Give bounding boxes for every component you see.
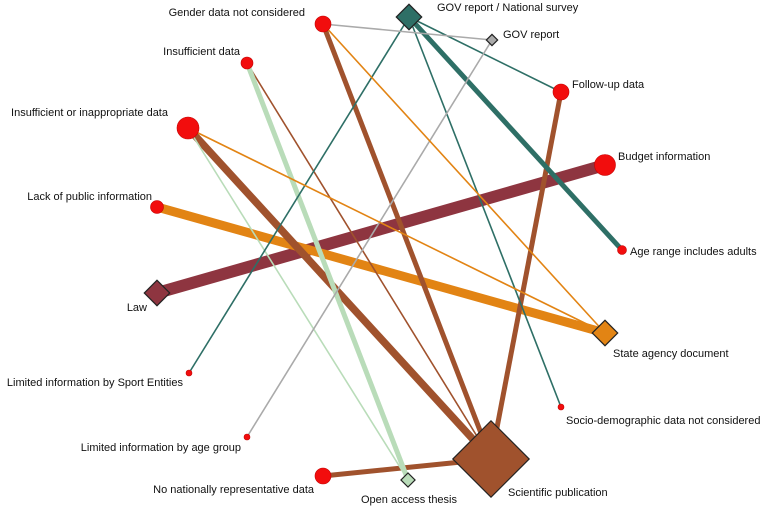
- edge-insufficient-scientific: [246, 62, 492, 460]
- label-age-range-includes-adults: Age range includes adults: [630, 246, 757, 258]
- node-law[interactable]: [143, 279, 171, 307]
- edge-socio-govsurvey: [408, 16, 562, 408]
- edge-gender-state: [322, 23, 606, 334]
- label-limited-information-by-age-group: Limited information by age group: [81, 442, 241, 454]
- edge-gender-govreport: [322, 23, 493, 41]
- edge-inapprop-scientific: [185, 125, 494, 462]
- label-law: Law: [127, 302, 147, 314]
- edge-agerange-govsurvey: [407, 15, 624, 252]
- edge-sport-govsurvey: [188, 16, 410, 374]
- label-insufficient-data: Insufficient data: [163, 46, 241, 58]
- label-no-nationally-representative-data: No nationally representative data: [153, 484, 315, 496]
- node-gov-report[interactable]: [485, 33, 499, 47]
- label-open-access-thesis: Open access thesis: [361, 494, 457, 506]
- node-limited-information-by-age-group[interactable]: [243, 433, 251, 441]
- label-budget-information: Budget information: [618, 151, 710, 163]
- label-follow-up-data: Follow-up data: [572, 79, 645, 91]
- node-state-agency-document[interactable]: [591, 319, 619, 347]
- edge-inapprop-state: [187, 127, 606, 334]
- label-limited-information-by-sport-entities: Limited information by Sport Entities: [7, 377, 184, 389]
- label-lack-of-public-information: Lack of public information: [27, 191, 152, 203]
- node-limited-information-by-sport-entities[interactable]: [185, 369, 193, 377]
- node-age-range-includes-adults[interactable]: [617, 245, 627, 255]
- node-socio-demographic-data-not-considered[interactable]: [557, 403, 565, 411]
- node-follow-up-data[interactable]: [552, 83, 570, 101]
- label-scientific-publication: Scientific publication: [508, 487, 608, 499]
- edge-agegroup-govreport: [246, 39, 493, 438]
- node-gov-report-national-survey[interactable]: [395, 3, 423, 31]
- label-gov-report-national-survey: GOV report / National survey: [437, 2, 579, 14]
- edge-insufficient-openaccess: [244, 62, 411, 481]
- node-gender-data-not-considered[interactable]: [314, 15, 332, 33]
- node-insufficient-data[interactable]: [240, 56, 254, 70]
- node-open-access-thesis[interactable]: [400, 472, 416, 488]
- node-lack-of-public-information[interactable]: [150, 200, 164, 214]
- edge-layer: [155, 15, 624, 481]
- edge-budget-law: [155, 159, 607, 299]
- node-budget-information[interactable]: [594, 154, 616, 176]
- label-gov-report: GOV report: [503, 29, 559, 41]
- node-insufficient-or-inappropriate-data[interactable]: [176, 116, 200, 140]
- edge-inapprop-openaccess: [187, 127, 409, 481]
- edge-followup-scientific: [488, 91, 564, 460]
- label-socio-demographic-data-not-considered: Socio-demographic data not considered: [566, 415, 760, 427]
- node-layer: Gender data not considered Insufficient …: [7, 2, 761, 506]
- edge-lackpub-state: [155, 202, 607, 338]
- edge-gender-scientific: [320, 23, 494, 460]
- node-scientific-publication[interactable]: [451, 419, 531, 499]
- label-insufficient-or-inappropriate-data: Insufficient or inappropriate data: [11, 107, 169, 119]
- edge-followup-govsurvey: [408, 16, 562, 93]
- label-state-agency-document: State agency document: [613, 348, 729, 360]
- node-no-nationally-representative-data[interactable]: [314, 467, 332, 485]
- label-gender-data-not-considered: Gender data not considered: [169, 7, 305, 19]
